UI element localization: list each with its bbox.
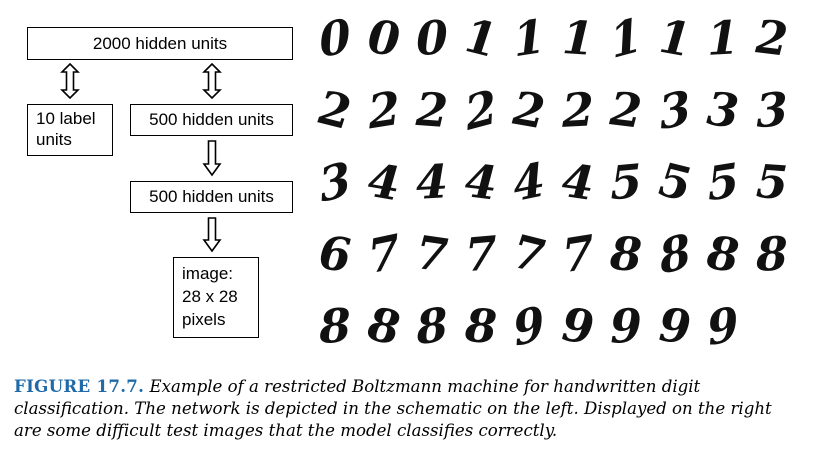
- digit-example: 1: [461, 7, 500, 69]
- down-arrow-hidden-500-to-500: [202, 140, 222, 177]
- digit-example: 3: [705, 80, 741, 140]
- image-input-box: image: 28 x 28 pixels: [173, 257, 259, 338]
- digit-example: 5: [705, 152, 741, 212]
- digit-example: 7: [364, 223, 402, 285]
- digit-example: 8: [655, 222, 694, 286]
- digit-example: 2: [461, 78, 500, 142]
- digit-example: 1: [706, 10, 740, 66]
- label-units-line-1: 10 label: [36, 109, 96, 128]
- digit-example: 4: [365, 152, 402, 212]
- digit-example: 4: [415, 154, 449, 210]
- digit-example: 8: [704, 224, 742, 284]
- digit-example: 5: [655, 151, 694, 213]
- digit-example: 2: [316, 79, 354, 141]
- digit-example: 0: [365, 8, 402, 68]
- digit-example: 2: [365, 80, 402, 140]
- digit-example: 8: [609, 225, 643, 283]
- top-hidden-layer-label: 2000 hidden units: [92, 33, 228, 53]
- digit-example: 8: [414, 296, 450, 356]
- digit-example: 7: [559, 224, 596, 284]
- hidden-layer-500-lower-label: 500 hidden units: [149, 187, 274, 206]
- digit-example: 8: [317, 297, 353, 355]
- digit-example: 0: [316, 7, 354, 69]
- digit-example: 9: [559, 296, 596, 356]
- digit-example: 9: [656, 297, 693, 355]
- label-units-line-2: units: [36, 130, 72, 149]
- hidden-layer-500-upper-box: 500 hidden units: [130, 104, 293, 136]
- image-box-line-3: pixels: [182, 310, 226, 329]
- label-units-box: 10 label units: [27, 104, 113, 156]
- figure-caption-text: Example of a restricted Boltzmann machin…: [14, 377, 772, 440]
- digit-example: 8: [463, 297, 498, 355]
- double-arrow-top-to-label-units: [60, 62, 80, 100]
- digit-example: 2: [510, 80, 548, 140]
- digit-example: 7: [510, 223, 548, 285]
- digit-example: 7: [414, 224, 450, 284]
- figure-label: FIGURE 17.7.: [14, 376, 145, 396]
- diagram-arrows: [60, 62, 222, 253]
- digit-example: 7: [463, 225, 498, 283]
- digit-example: 0: [414, 9, 450, 67]
- digit-example: 3: [655, 79, 693, 141]
- digit-example: 6: [317, 225, 353, 283]
- digit-example: 8: [754, 226, 789, 282]
- down-arrow-hidden-500-to-image: [202, 217, 222, 253]
- digit-example: 4: [462, 153, 499, 211]
- hidden-layer-500-lower-box: 500 hidden units: [130, 181, 293, 213]
- digit-example: 2: [415, 81, 449, 139]
- double-arrow-top-to-hidden-500: [202, 62, 222, 100]
- digit-example: 2: [753, 9, 790, 67]
- digit-example: 1: [606, 6, 646, 70]
- digit-example: 4: [559, 152, 596, 212]
- digit-example: 9: [609, 298, 643, 354]
- image-box-line-1: image:: [182, 264, 234, 283]
- digit-example: 1: [511, 8, 547, 68]
- image-box-line-2: 28 x 28: [182, 287, 238, 306]
- digit-example: 5: [608, 153, 644, 211]
- digit-example: 8: [364, 295, 403, 357]
- digit-example: 3: [754, 81, 789, 139]
- top-hidden-layer-box: 2000 hidden units: [27, 27, 293, 60]
- digit-example: 4: [510, 151, 548, 213]
- digit-example: 2: [608, 81, 644, 139]
- digit-example: 1: [656, 8, 693, 68]
- figure-caption: FIGURE 17.7. Example of a restricted Bol…: [14, 375, 804, 442]
- digit-example: 9: [704, 295, 742, 357]
- digit-example: 3: [315, 150, 355, 214]
- digit-example: 2: [560, 82, 595, 138]
- digit-example: 1: [560, 9, 595, 67]
- digit-example: 9: [509, 294, 549, 358]
- hidden-layer-500-upper-label: 500 hidden units: [149, 110, 274, 129]
- digit-example: 5: [754, 153, 789, 211]
